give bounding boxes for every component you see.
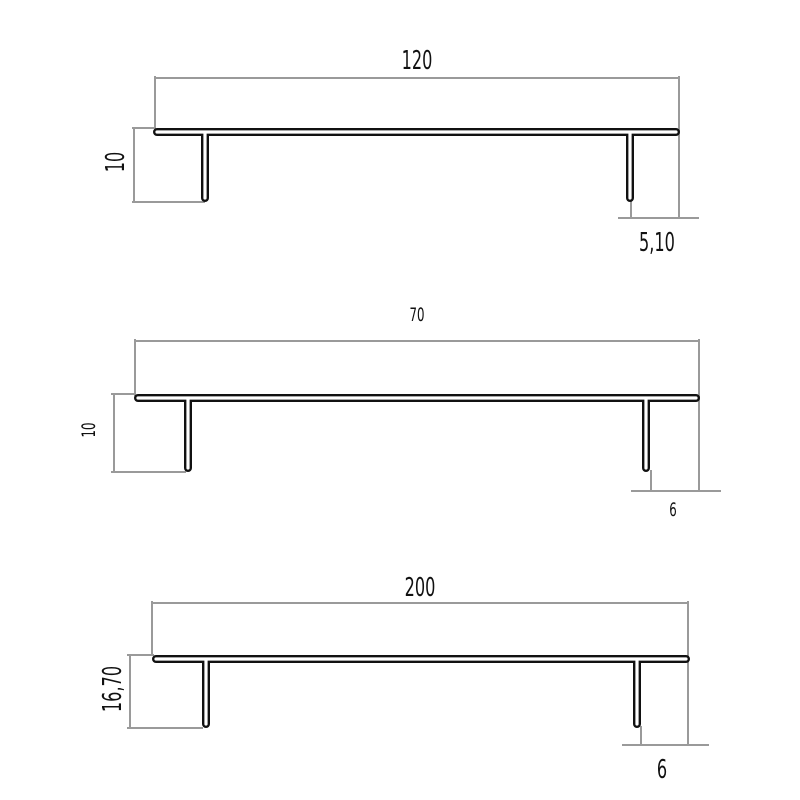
- profile-2-height-label: 10: [77, 423, 100, 438]
- profile-1-offset-dimension: [618, 200, 699, 219]
- profile-2-height-dimension: [111, 393, 186, 473]
- profile-3-section: [152, 655, 690, 728]
- profile-2-section: [134, 394, 700, 472]
- profile-3-width-dimension: [151, 601, 689, 745]
- profile-1: 120 10 5,10: [101, 46, 699, 258]
- profile-1-height-label: 10: [101, 152, 131, 173]
- profile-2-width-label: 70: [410, 303, 425, 326]
- profile-2-width-dimension: [134, 339, 700, 491]
- profile-1-section: [153, 128, 680, 202]
- profile-3: 200 16,70 6: [98, 573, 709, 785]
- profile-1-width-label: 120: [402, 46, 433, 76]
- profile-1-offset-label: 5,10: [639, 228, 675, 258]
- profile-2: 70 10 6: [77, 303, 721, 521]
- profile-2-offset-dimension: [631, 470, 721, 492]
- profile-1-width-dimension: [154, 76, 680, 218]
- profile-2-offset-label: 6: [669, 498, 676, 521]
- profile-3-offset-dimension: [622, 726, 709, 746]
- profile-3-height-dimension: [127, 654, 203, 729]
- profile-3-offset-label: 6: [657, 755, 667, 785]
- profile-1-height-dimension: [132, 127, 205, 203]
- profile-3-height-label: 16,70: [98, 666, 128, 712]
- profile-3-width-label: 200: [405, 573, 436, 603]
